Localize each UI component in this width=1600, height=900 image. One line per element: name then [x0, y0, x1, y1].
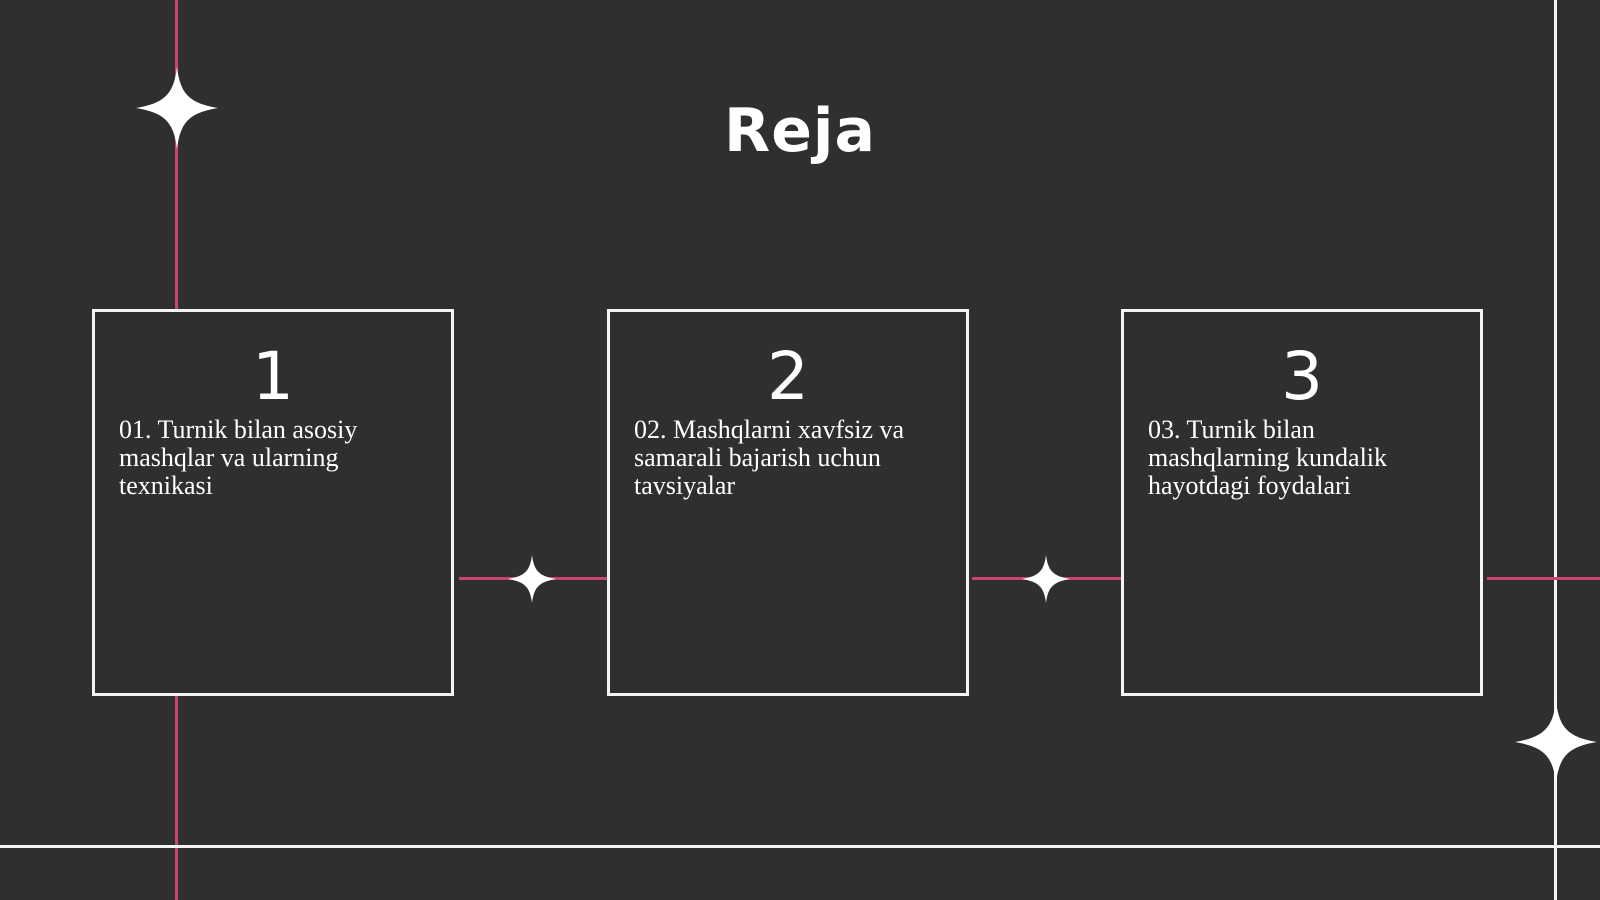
sparkle-star-icon — [1022, 554, 1070, 604]
pink-vertical-line-bottom — [175, 696, 178, 900]
agenda-card-3: 3 03. Turnik bilan mashqlarning kundalik… — [1121, 309, 1483, 696]
pink-vertical-line-top — [175, 0, 178, 310]
white-horizontal-line — [0, 845, 1600, 848]
card-text: 03. Turnik bilan mashqlarning kundalik h… — [1148, 415, 1388, 500]
card-text: 01. Turnik bilan asosiy mashqlar va ular… — [119, 415, 358, 500]
white-vertical-line — [1554, 0, 1557, 900]
sparkle-star-icon — [1514, 701, 1598, 783]
sparkle-star-icon — [136, 66, 218, 150]
agenda-card-1: 1 01. Turnik bilan asosiy mashqlar va ul… — [92, 309, 454, 696]
agenda-card-2: 2 02. Mashqlarni xavfsiz va samarali baj… — [607, 309, 969, 696]
sparkle-star-icon — [508, 554, 556, 604]
slide-title: Reja — [724, 96, 876, 166]
card-number: 1 — [252, 338, 294, 415]
card-number: 3 — [1281, 338, 1323, 415]
card-text: 02. Mashqlarni xavfsiz va samarali bajar… — [634, 415, 905, 500]
card-number: 2 — [767, 338, 809, 415]
pink-connector-3 — [1487, 577, 1600, 580]
